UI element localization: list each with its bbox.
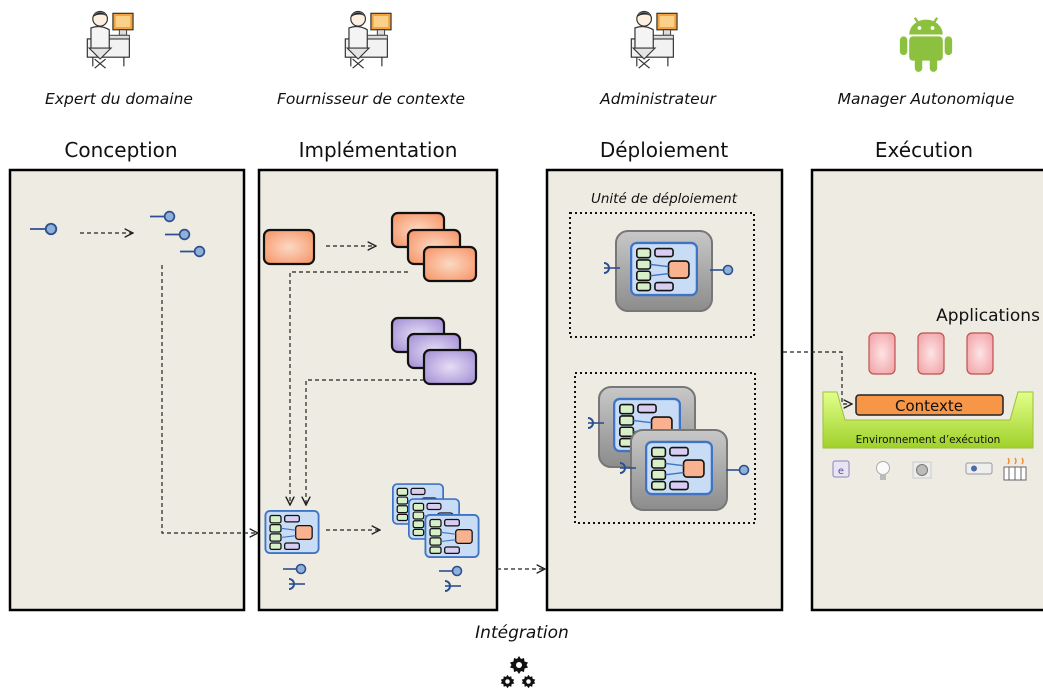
stage-title-deployment: Déploiement <box>600 138 729 162</box>
camera-icon <box>965 462 993 475</box>
stage-title-execution: Exécution <box>875 138 973 162</box>
context-component-orange <box>262 228 316 266</box>
context-label: Contexte <box>895 397 963 415</box>
application-box <box>917 332 945 375</box>
svg-text:e: e <box>838 466 844 477</box>
provider-user-icon <box>344 10 392 69</box>
sensor-device-icon: e <box>832 460 850 478</box>
gears-icon <box>500 656 536 689</box>
motion-sensor-icon <box>912 461 932 479</box>
application-box <box>966 332 994 375</box>
context-box <box>855 394 1004 416</box>
lightbulb-icon <box>876 461 890 480</box>
actor-label-manager: Manager Autonomique <box>838 90 1015 108</box>
actor-label-provider: Fournisseur de contexte <box>277 90 465 108</box>
deployment-unit-package <box>631 430 727 510</box>
arrow-deployment-to-context <box>783 351 852 404</box>
context-component-orange <box>422 245 478 283</box>
runtime-label: Environnement d’exécution <box>856 434 1001 446</box>
deployment-unit-frame <box>569 212 755 338</box>
application-box <box>868 332 896 375</box>
integration-label: Intégration <box>475 623 569 643</box>
deployment-unit-package <box>616 231 712 311</box>
expert-user-icon <box>86 10 134 69</box>
panel-conception <box>8 168 246 612</box>
applications-label: Applications <box>936 306 1040 326</box>
deployment-bundle-frame <box>574 372 756 524</box>
stage-title-implementation: Implémentation <box>299 138 458 162</box>
actor-label-expert: Expert du domaine <box>45 90 193 108</box>
stage-title-conception: Conception <box>64 138 177 162</box>
android-robot-icon <box>898 16 954 72</box>
admin-user-icon <box>630 10 678 69</box>
context-component-purple <box>422 348 478 386</box>
composite-component <box>424 514 480 558</box>
arrow-specs-to-component <box>161 265 258 533</box>
arrow-orange-to-composite <box>290 271 408 505</box>
deployment-unit-label: Unité de déploiement <box>591 191 738 207</box>
composite-component <box>264 510 320 554</box>
actor-label-admin: Administrateur <box>599 90 717 108</box>
panel-execution <box>810 168 1043 612</box>
heater-icon <box>1003 457 1027 481</box>
runtime-environment-tray <box>822 391 1034 449</box>
